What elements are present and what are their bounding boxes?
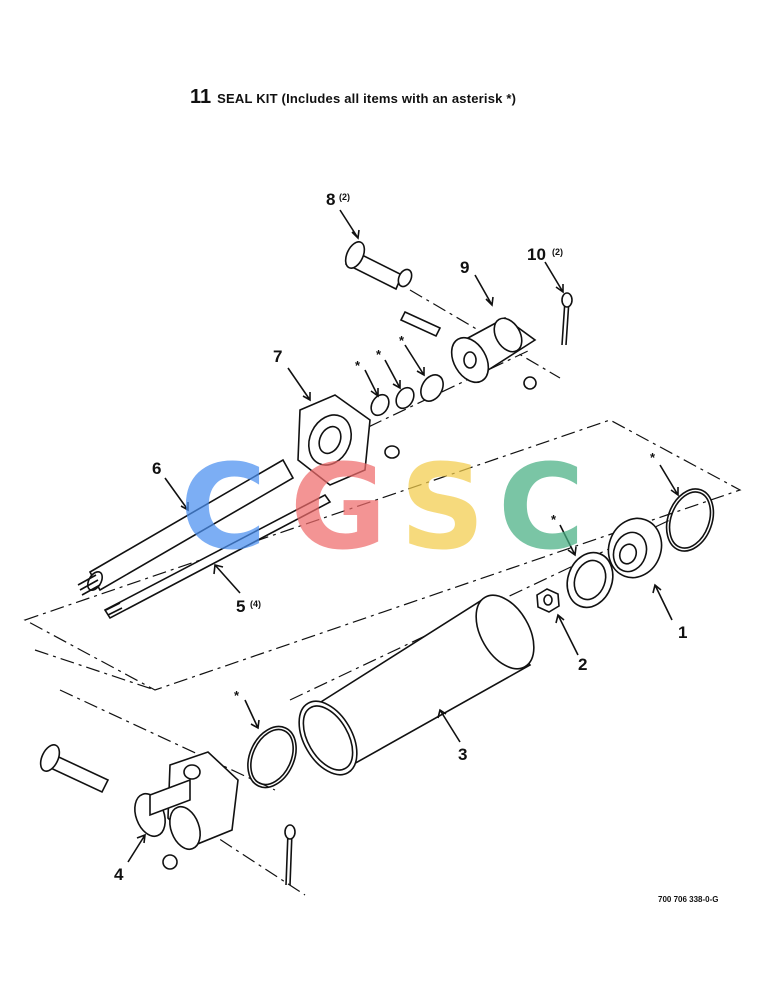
part-4-cap-end bbox=[39, 744, 296, 886]
watermark-letter-c: C bbox=[180, 438, 267, 576]
callout-labels: 1 2 3 4 5 (4) 6 7 8 (2) 9 10 (2) bbox=[114, 190, 687, 884]
rod-plane-outline bbox=[23, 419, 742, 691]
watermark-letter-g: G bbox=[290, 438, 387, 576]
part-5-tie-rod bbox=[103, 493, 332, 620]
seal-kit-asterisks: * * * * * * bbox=[234, 333, 656, 703]
callout-10: 10 bbox=[527, 245, 546, 264]
asterisk-marker: * bbox=[376, 347, 382, 362]
callout-8-qty: (2) bbox=[339, 192, 350, 202]
part-1-piston bbox=[607, 517, 663, 579]
seal-kit-item-number: 11 bbox=[190, 86, 212, 108]
plane-edge bbox=[34, 649, 156, 691]
callout-6: 6 bbox=[152, 459, 161, 478]
callout-10-qty: (2) bbox=[552, 247, 563, 257]
callout-7: 7 bbox=[273, 347, 282, 366]
asterisk-marker: * bbox=[650, 450, 656, 465]
watermark-letter-c: C bbox=[498, 438, 585, 576]
lower-o-ring bbox=[247, 725, 297, 789]
rod-end-seals bbox=[370, 374, 444, 417]
asterisk-marker: * bbox=[399, 333, 405, 348]
part-8-clevis-pin bbox=[344, 241, 413, 291]
part-10-cotter-pin bbox=[561, 292, 573, 346]
cgsc-watermark: C G S C bbox=[180, 438, 585, 576]
seal-kit-description: SEAL KIT (Includes all items with an ast… bbox=[217, 91, 517, 106]
part-6-piston-rod bbox=[77, 458, 295, 596]
asterisk-marker: * bbox=[234, 688, 240, 703]
watermark-letter-s: S bbox=[400, 438, 485, 576]
callout-4: 4 bbox=[114, 865, 124, 884]
asterisk-marker: * bbox=[355, 358, 361, 373]
callout-3: 3 bbox=[458, 745, 467, 764]
lower-plane-line bbox=[59, 689, 276, 791]
callout-2: 2 bbox=[578, 655, 587, 674]
asterisk-marker: * bbox=[551, 512, 557, 527]
assembly-centerlines bbox=[23, 289, 742, 896]
lower-centerline bbox=[174, 809, 306, 896]
callout-9: 9 bbox=[460, 258, 469, 277]
part-2-piston-nut bbox=[536, 588, 560, 613]
part-7-cylinder-head bbox=[297, 394, 400, 486]
callout-5-qty: (4) bbox=[250, 599, 261, 609]
drawing-reference-code: 700 706 338-0-G bbox=[658, 895, 719, 904]
piston-seals bbox=[566, 488, 715, 609]
callout-8: 8 bbox=[326, 190, 335, 209]
diagram-header: 11 SEAL KIT (Includes all items with an a… bbox=[190, 86, 516, 109]
part-9-rod-clevis bbox=[399, 310, 537, 390]
callout-5: 5 bbox=[236, 597, 245, 616]
callout-1: 1 bbox=[678, 623, 687, 642]
part-3-cylinder-tube bbox=[298, 594, 535, 776]
leader-arrows bbox=[127, 209, 679, 863]
